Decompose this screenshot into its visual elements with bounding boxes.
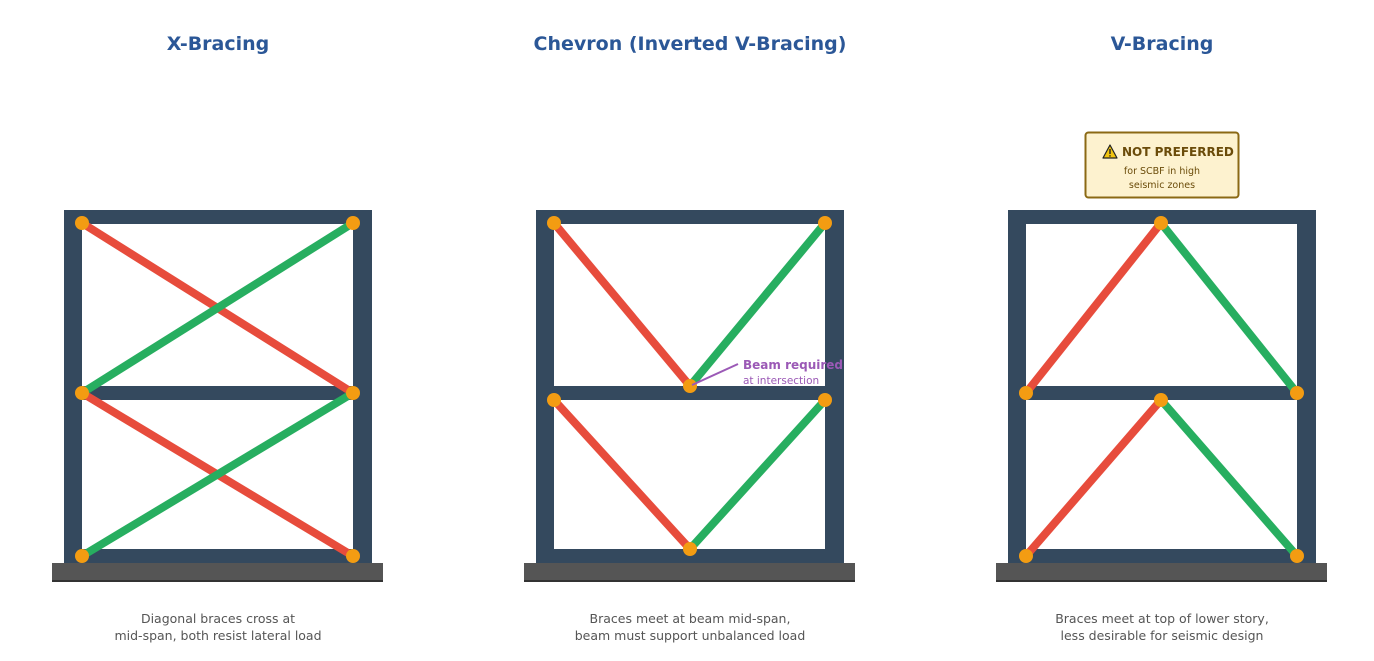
node xyxy=(547,393,561,407)
node xyxy=(75,386,89,400)
panel-v-bracing: V-Bracing NOT PREFERRED for SCBF in high… xyxy=(996,33,1327,643)
warning-title: NOT PREFERRED xyxy=(1122,145,1234,159)
node xyxy=(346,216,360,230)
node xyxy=(346,386,360,400)
node xyxy=(1019,386,1033,400)
caption-line-2: less desirable for seismic design xyxy=(1061,628,1264,643)
brace-tension xyxy=(551,397,693,552)
ground-slab xyxy=(996,563,1327,582)
connection-nodes xyxy=(1019,216,1304,563)
brace-compression xyxy=(79,219,356,397)
floor-beam xyxy=(64,386,372,400)
steel-frame xyxy=(1008,210,1316,563)
node xyxy=(1290,549,1304,563)
brace-compression xyxy=(1157,220,1301,396)
brace-compression xyxy=(1157,397,1301,559)
node xyxy=(1154,216,1168,230)
ground-slab xyxy=(524,563,855,582)
brace-compression xyxy=(686,220,829,389)
caption-line-1: Braces meet at beam mid-span, xyxy=(590,611,791,626)
node xyxy=(1290,386,1304,400)
panel-title: Chevron (Inverted V-Bracing) xyxy=(534,33,847,55)
roof-beam xyxy=(536,210,844,224)
ground-edge xyxy=(524,580,855,582)
connection-nodes xyxy=(75,216,360,563)
annotation-subtitle: at intersection xyxy=(743,375,819,387)
caption-line-2: mid-span, both resist lateral load xyxy=(114,628,321,643)
node xyxy=(346,549,360,563)
base-beam xyxy=(64,549,372,563)
node xyxy=(683,379,697,393)
ground-edge xyxy=(52,580,383,582)
ground-edge xyxy=(996,580,1327,582)
node xyxy=(683,542,697,556)
leader-line xyxy=(691,363,739,386)
warning-triangle-icon xyxy=(1102,144,1118,159)
warning-line-2: seismic zones xyxy=(1129,180,1195,191)
warning-box xyxy=(1084,131,1240,199)
steel-frame xyxy=(536,210,844,563)
brace-compression xyxy=(687,397,828,552)
node xyxy=(818,216,832,230)
node xyxy=(1154,393,1168,407)
ground-slab xyxy=(52,563,383,582)
node xyxy=(818,393,832,407)
node xyxy=(75,216,89,230)
annotation-title: Beam required xyxy=(743,358,843,372)
caption-line-1: Diagonal braces cross at xyxy=(141,611,295,626)
braces xyxy=(79,219,356,560)
brace-tension xyxy=(1022,220,1165,396)
braces xyxy=(1022,220,1301,559)
connection-nodes xyxy=(547,216,832,556)
brace-tension xyxy=(550,220,694,389)
not-preferred-warning: NOT PREFERRED for SCBF in high seismic z… xyxy=(1084,131,1240,199)
caption-line-2: beam must support unbalanced load xyxy=(575,628,806,643)
panel-chevron: Chevron (Inverted V-Bracing) xyxy=(524,33,855,643)
warning-line-1: for SCBF in high xyxy=(1124,166,1200,177)
node xyxy=(75,549,89,563)
panel-title: V-Bracing xyxy=(1111,33,1214,55)
brace-compression xyxy=(79,389,356,560)
floor-beam xyxy=(1008,386,1316,400)
roof-beam xyxy=(64,210,372,224)
braces xyxy=(550,220,829,552)
beam-required-annotation: Beam required at intersection xyxy=(691,358,843,387)
caption-line-1: Braces meet at top of lower story, xyxy=(1055,611,1269,626)
panel-title: X-Bracing xyxy=(167,33,270,55)
node xyxy=(547,216,561,230)
panel-x-bracing: X-Bracing Diagonal braces xyxy=(52,33,383,643)
base-beam xyxy=(1008,549,1316,563)
node xyxy=(1019,549,1033,563)
brace-tension xyxy=(1022,397,1165,559)
steel-frame xyxy=(64,210,372,563)
